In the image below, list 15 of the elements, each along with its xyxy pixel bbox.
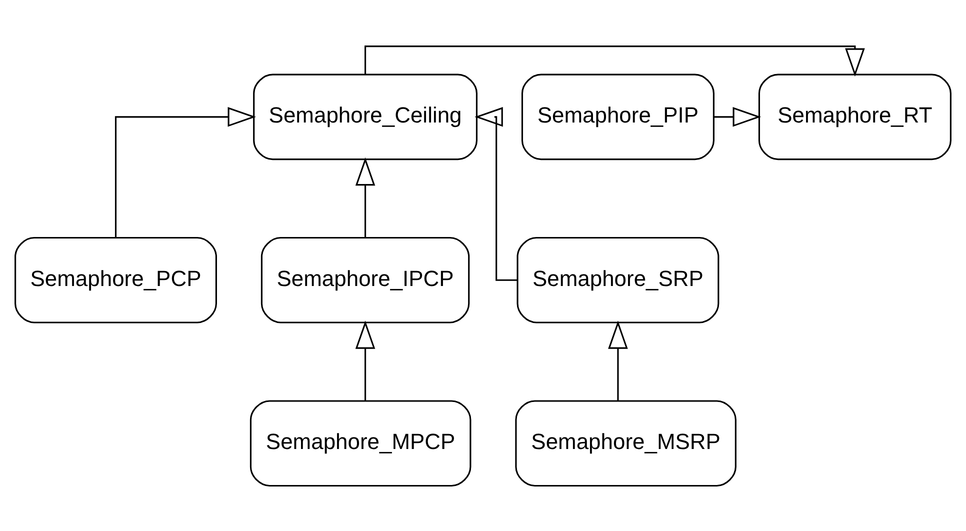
node-box: Semaphore_SRP (516, 236, 720, 323)
node-box: Semaphore_IPCP (260, 236, 470, 323)
arrow (714, 106, 762, 126)
node-box: Semaphore_Ceiling (253, 73, 478, 160)
node-box: Semaphore_PIP (521, 73, 714, 160)
arrow (474, 106, 518, 280)
arrow (355, 156, 376, 238)
node-box: Semaphore_RT (758, 73, 952, 160)
node-box: Semaphore_MSRP (515, 400, 736, 486)
arrow (114, 106, 256, 238)
node-box: Semaphore_PCP (14, 236, 217, 323)
arrow (608, 320, 628, 400)
arrow (364, 45, 865, 76)
node-box: Semaphore_MPCP (250, 400, 472, 486)
arrow (355, 320, 376, 400)
